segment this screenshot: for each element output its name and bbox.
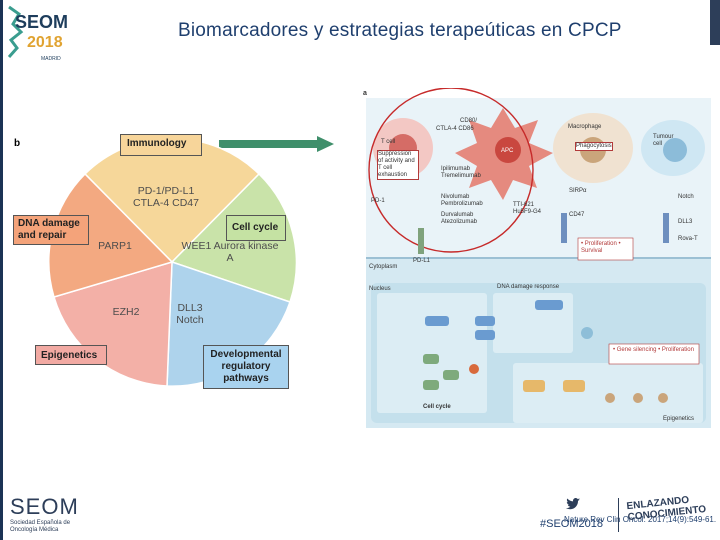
cell-diagram-svg bbox=[366, 88, 711, 428]
pointer-arrow bbox=[219, 136, 334, 157]
label-pdl1: PD-L1 bbox=[413, 258, 431, 264]
label-rova-t: Rova-T bbox=[678, 236, 698, 242]
footer-seom-logo: SEOM Sociedad Española de Oncología Médi… bbox=[10, 494, 90, 534]
svg-text:2018: 2018 bbox=[27, 34, 63, 51]
label-suppression: Suppression of activity and T cell exhau… bbox=[377, 150, 419, 180]
label-parp1: PARP1 bbox=[98, 240, 132, 252]
svg-text:SEOM: SEOM bbox=[15, 12, 68, 32]
label-cytoplasm: Cytoplasm bbox=[369, 264, 398, 270]
twitter-icon bbox=[566, 497, 580, 515]
label-tumour: Tumour cell bbox=[653, 134, 674, 147]
box-immunology: Immunology bbox=[120, 134, 202, 156]
label-nucleus: Nucleus bbox=[369, 286, 391, 292]
label-phagocytosis: Phagocytosis bbox=[575, 142, 613, 151]
panel-letter-b: b bbox=[14, 138, 21, 149]
panel-letter-a: a bbox=[363, 90, 367, 97]
box-cell-cycle: Cell cycle bbox=[226, 215, 286, 241]
label-notch: Notch bbox=[678, 194, 694, 200]
seom-2018-logo: SEOM 2018 MADRID bbox=[5, 2, 75, 66]
label-macrophage: Macrophage bbox=[568, 124, 602, 130]
therapy-target-wheel: b Immunology DNA damage and repair Cell … bbox=[8, 100, 308, 480]
label-sirpa: SIRPα bbox=[569, 188, 587, 194]
svg-text:MADRID: MADRID bbox=[41, 56, 61, 62]
box-developmental: Developmental regulatory pathways bbox=[203, 345, 289, 389]
footer-hashtag: #SEOM2018 bbox=[540, 518, 603, 530]
label-ezh2: EZH2 bbox=[112, 306, 140, 318]
label-pd1-ctla4: PD-1/PD-L1 CTLA-4 CD47 bbox=[133, 185, 199, 209]
label-nivolumab: Nivolumab Pembrolizumab bbox=[441, 194, 483, 207]
label-tcell: T cell bbox=[381, 139, 396, 145]
slide-title: Biomarcadores y estrategias terapeúticas… bbox=[178, 20, 622, 41]
left-edge-strip bbox=[0, 0, 3, 540]
footer-divider bbox=[618, 498, 619, 532]
label-durvalumab: Durvalumab Atezolizumab bbox=[441, 212, 478, 225]
label-wee1: WEE1 Aurora kinase A bbox=[181, 240, 279, 264]
label-cell-cycle-a: Cell cycle bbox=[423, 404, 451, 410]
cell-pathway-diagram: a CD80/ CTLA-4 CD86 T cell Suppression o… bbox=[363, 88, 713, 428]
label-epigenetics-a: Epigenetics bbox=[663, 416, 695, 422]
label-gene-silencing: • Gene silencing • Proliferation bbox=[613, 347, 694, 353]
box-epigenetics: Epigenetics bbox=[35, 345, 107, 365]
label-cd47: CD47 bbox=[569, 212, 585, 218]
label-tti621: TTI-621 Hu5F9-G4 bbox=[513, 202, 542, 215]
label-dll3: DLL3 Notch bbox=[176, 302, 204, 326]
footer-seom-subtitle: Sociedad Española de Oncología Médica bbox=[10, 520, 71, 533]
header-accent-bar bbox=[710, 0, 720, 45]
label-cd80: CD80/ bbox=[460, 118, 478, 124]
label-proliferation: • Proliferation • Survival bbox=[581, 241, 621, 254]
label-ipilimumab: Ipilimumab Tremelimumab bbox=[441, 166, 481, 179]
wheel-svg bbox=[48, 137, 298, 387]
label-pd1: PD-1 bbox=[371, 198, 385, 204]
label-dll3-a: DLL3 bbox=[678, 219, 693, 225]
box-dna-damage: DNA damage and repair bbox=[13, 215, 89, 245]
label-dna-response: DNA damage response bbox=[497, 284, 560, 290]
footer-reference: Nature Rev Clin Oncol. 2017;14(9):549-61… bbox=[564, 515, 717, 524]
footer-seom-text: SEOM bbox=[10, 494, 79, 519]
label-ctla4: CTLA-4 CD86 bbox=[436, 126, 474, 132]
label-apc: APC bbox=[501, 148, 514, 154]
